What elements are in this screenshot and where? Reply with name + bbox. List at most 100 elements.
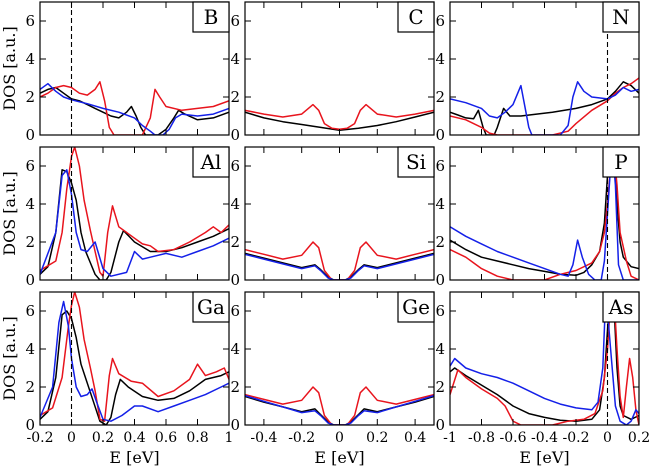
- y-tick-label: 0: [435, 416, 445, 434]
- y-tick-label: 4: [435, 195, 445, 213]
- y-tick-label: 6: [25, 302, 35, 320]
- y-axis-label: DOS [a.u.]: [0, 316, 19, 401]
- dos-line-red: [245, 386, 434, 425]
- series-group: [450, 292, 639, 425]
- element-label: B: [204, 5, 219, 29]
- y-tick-label: 0: [25, 416, 35, 434]
- x-tick-label: -0.2: [27, 430, 54, 446]
- series-group: [40, 81, 229, 135]
- y-tick-label: 6: [230, 302, 240, 320]
- dos-line-blue: [40, 169, 229, 277]
- element-label: C: [408, 5, 423, 29]
- x-tick-label: 0.8: [186, 430, 208, 446]
- element-label-box: [602, 291, 640, 323]
- dos-line-blue: [245, 253, 434, 280]
- element-label: P: [614, 150, 627, 174]
- x-axis-label: E [eV]: [109, 448, 159, 467]
- dos-line-black: [450, 147, 639, 277]
- element-label-box: [397, 146, 435, 178]
- y-tick-label: 6: [435, 157, 445, 175]
- y-axis-label: DOS [a.u.]: [0, 171, 19, 256]
- dos-line-black: [245, 252, 434, 280]
- x-axis-label: E [eV]: [519, 448, 569, 467]
- element-label-box: [397, 291, 435, 323]
- y-tick-label: 0: [435, 126, 445, 144]
- x-axis-label: E [eV]: [314, 448, 364, 467]
- y-tick-label: 6: [25, 157, 35, 175]
- dos-line-black: [40, 86, 229, 135]
- element-label: As: [608, 295, 634, 319]
- y-tick-label: 0: [25, 126, 35, 144]
- series-group: [245, 386, 434, 425]
- y-tick-label: 4: [230, 340, 240, 358]
- element-label-box: [192, 146, 230, 178]
- series-group: [450, 77, 639, 135]
- y-tick-label: 4: [230, 195, 240, 213]
- y-tick-label: 6: [25, 12, 35, 30]
- x-tick-label: 1: [225, 430, 234, 446]
- x-tick-label: 0: [67, 430, 76, 446]
- x-tick-label: 0.2: [628, 430, 650, 446]
- y-tick-label: 6: [435, 302, 445, 320]
- x-tick-label: 0: [335, 430, 344, 446]
- x-tick-label: 0.2: [92, 430, 114, 446]
- y-tick-label: 6: [230, 157, 240, 175]
- y-tick-label: 2: [435, 233, 445, 251]
- dos-line-red: [245, 103, 434, 131]
- y-tick-label: 4: [435, 50, 445, 68]
- y-axis-label: DOS [a.u.]: [0, 26, 19, 111]
- x-tick-label: -0.4: [531, 430, 558, 446]
- x-tick-label: -0.8: [468, 430, 495, 446]
- element-label: Al: [200, 150, 222, 174]
- x-tick-label: 0.4: [404, 430, 426, 446]
- series-group: [245, 241, 434, 280]
- x-tick-label: -0.6: [500, 430, 527, 446]
- y-tick-label: 4: [435, 340, 445, 358]
- y-tick-label: 2: [230, 88, 240, 106]
- y-tick-label: 2: [230, 233, 240, 251]
- dos-line-red: [40, 81, 229, 135]
- y-tick-label: 0: [25, 271, 35, 289]
- panel-P: 0 2 4 6 P: [435, 146, 640, 289]
- y-tick-label: 4: [25, 340, 35, 358]
- y-tick-label: 2: [435, 88, 445, 106]
- dos-line-blue: [450, 81, 639, 135]
- y-tick-label: 2: [25, 378, 35, 396]
- dos-line-red: [450, 292, 639, 425]
- element-label: Si: [406, 150, 426, 174]
- dos-line-black: [450, 292, 639, 422]
- y-tick-label: 2: [230, 378, 240, 396]
- y-tick-label: 0: [230, 126, 240, 144]
- dos-line-black: [450, 81, 639, 135]
- x-tick-label: -1: [443, 430, 457, 446]
- y-tick-label: 2: [25, 88, 35, 106]
- y-tick-label: 0: [230, 416, 240, 434]
- element-label: N: [612, 5, 630, 29]
- element-label-box: [192, 1, 230, 33]
- y-tick-label: 4: [230, 50, 240, 68]
- y-tick-label: 6: [230, 12, 240, 30]
- element-label-box: [602, 1, 640, 33]
- dos-line-blue: [450, 292, 639, 425]
- element-label-box: [192, 291, 230, 323]
- element-label-box: [397, 1, 435, 33]
- element-label: Ge: [402, 295, 430, 319]
- dos-line-blue: [245, 394, 434, 425]
- x-tick-label: 0.6: [155, 430, 177, 446]
- dos-line-red: [245, 241, 434, 280]
- element-label-box: [602, 146, 640, 178]
- x-tick-label: -0.2: [288, 430, 315, 446]
- series-group: [40, 292, 229, 425]
- panel-C: 0 2 4 6 C: [230, 1, 435, 144]
- y-tick-label: 2: [25, 233, 35, 251]
- dos-line-blue: [450, 147, 639, 280]
- y-tick-label: 2: [435, 378, 445, 396]
- y-tick-label: 0: [435, 271, 445, 289]
